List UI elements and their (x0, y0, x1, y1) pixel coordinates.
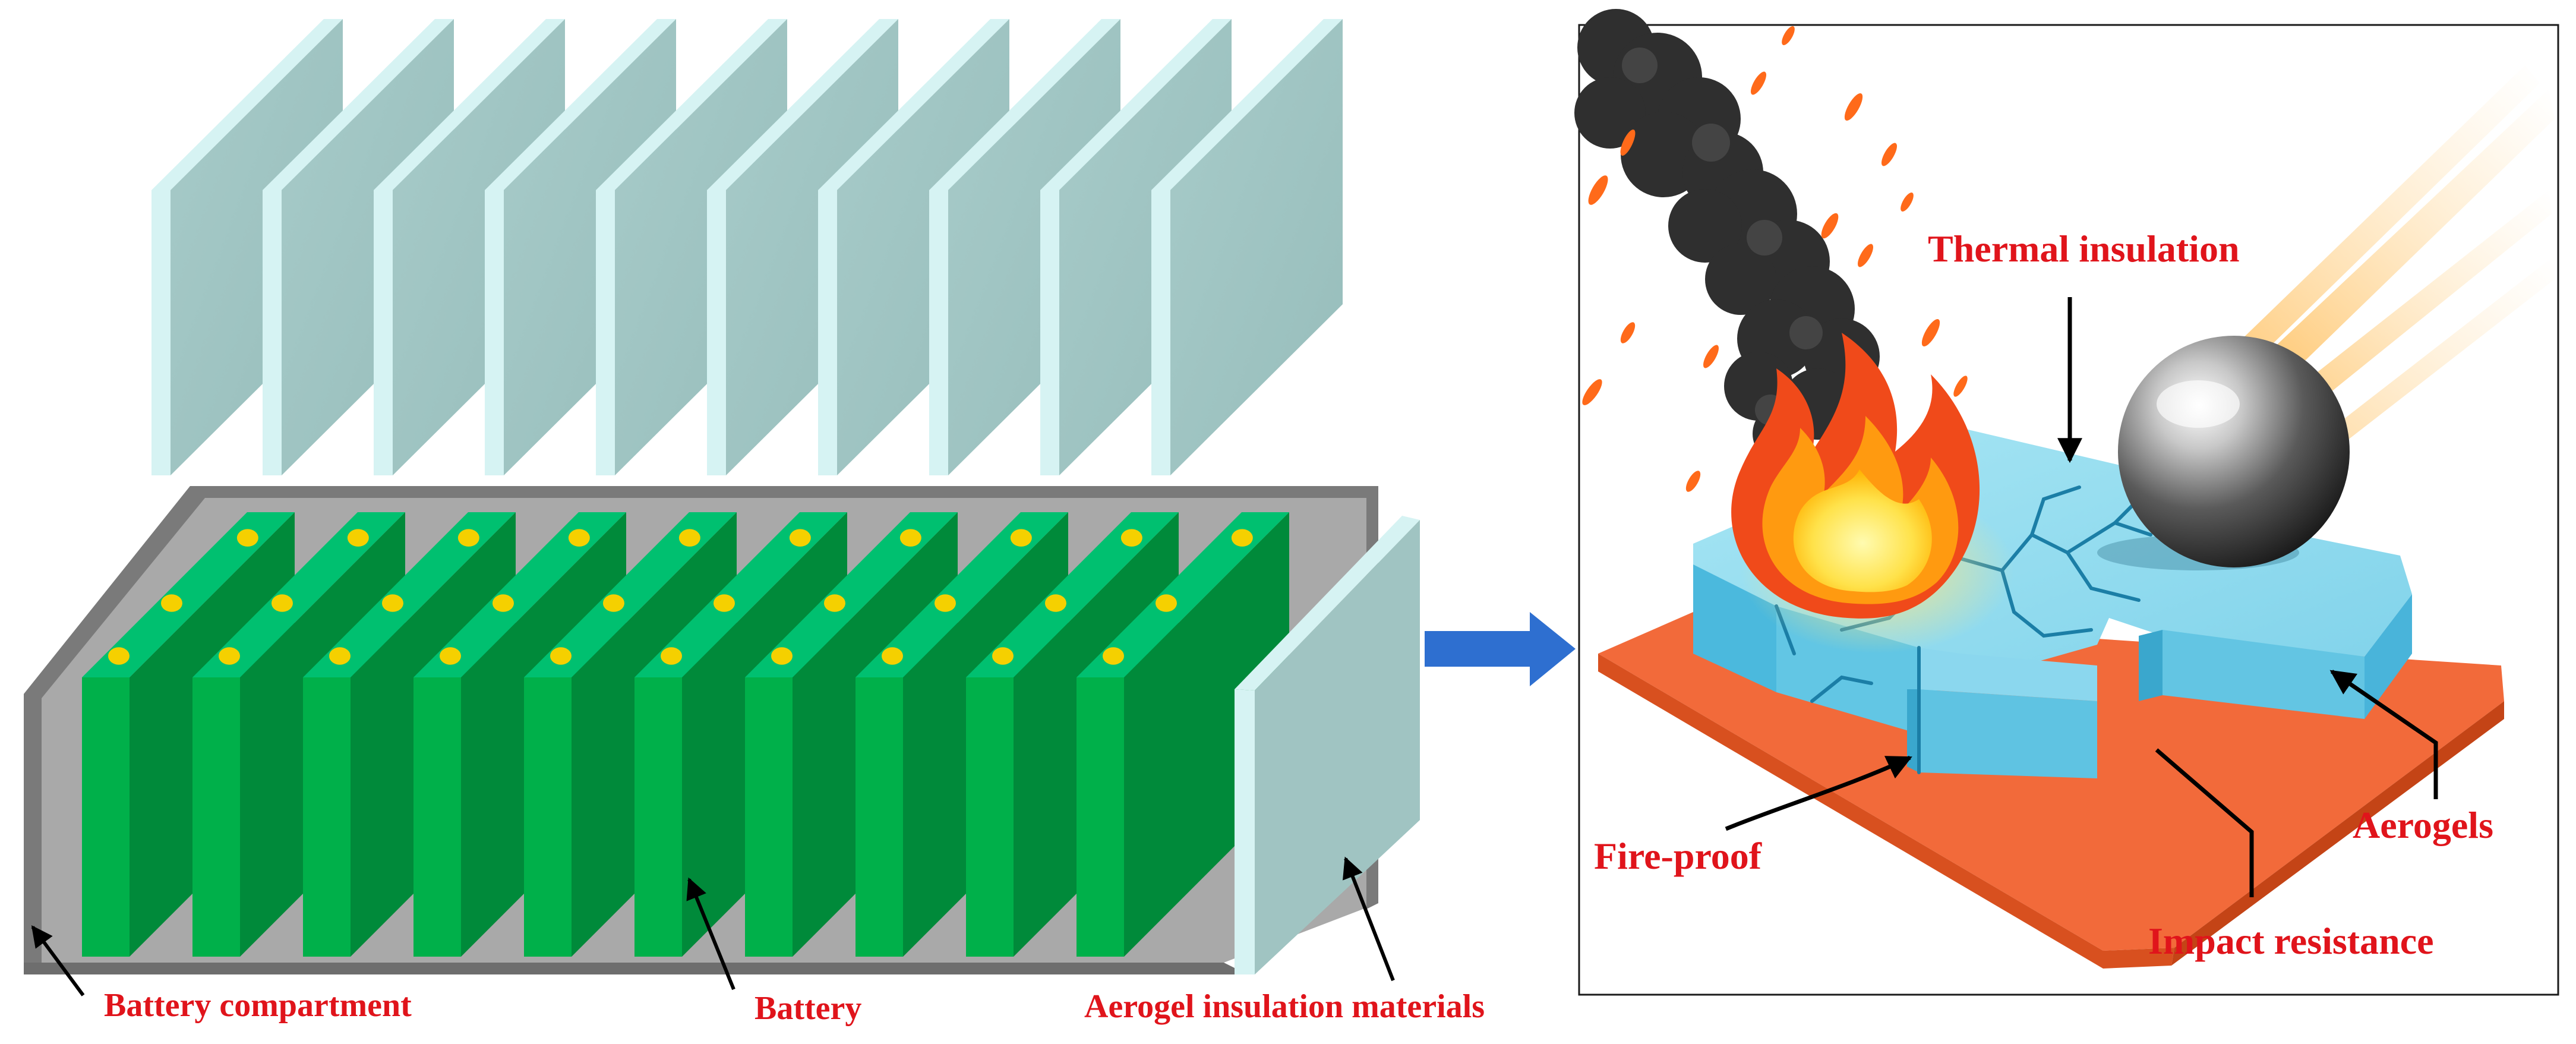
insulation-sheet (818, 19, 1009, 475)
insulation-sheet-stack (151, 19, 1343, 475)
insulation-sheet (151, 19, 343, 475)
impact-resistance-label: Impact resistance (2148, 920, 2434, 962)
battery-terminal (771, 647, 793, 665)
right-labels: Thermal insulation Fire-proof Impact res… (1594, 228, 2493, 962)
battery-terminal (992, 647, 1014, 665)
battery-terminal (678, 529, 700, 547)
insulation-sheet (485, 19, 676, 475)
battery-terminal (1103, 647, 1124, 665)
fire-proof-label: Fire-proof (1594, 835, 1762, 877)
battery-terminal (1231, 529, 1253, 547)
steel-ball-icon (2097, 336, 2350, 570)
right-arrow-icon (1425, 612, 1576, 686)
insulation-sheet (596, 19, 787, 475)
battery-terminal (661, 647, 682, 665)
battery-terminal (899, 529, 921, 547)
left-panel: Battery compartment Battery Aerogel insu… (24, 19, 1485, 1027)
battery-terminal (1044, 594, 1066, 612)
battery-terminal (882, 647, 903, 665)
thermal-insulation-label: Thermal insulation (1928, 228, 2240, 270)
battery-cell-row (82, 512, 1289, 957)
battery-terminal (381, 594, 403, 612)
insulation-sheet (1151, 19, 1343, 475)
insulation-sheet (1040, 19, 1232, 475)
battery-cell (1077, 512, 1289, 957)
insulation-sheet (707, 19, 898, 475)
battery-terminal (329, 647, 351, 665)
battery-terminal (1010, 529, 1032, 547)
battery-terminal (713, 594, 735, 612)
battery-terminal (440, 647, 461, 665)
insulation-sheet (929, 19, 1120, 475)
battery-compartment-label: Battery compartment (104, 987, 412, 1024)
battery-terminal (602, 594, 624, 612)
battery-terminal (236, 529, 258, 547)
ember-sparks (1582, 26, 1968, 492)
battery-terminal (492, 594, 514, 612)
battery-terminal (789, 529, 811, 547)
battery-terminal (1120, 529, 1142, 547)
aerogel-insulation-sheet (1235, 516, 1420, 974)
battery-terminal (550, 647, 572, 665)
battery-terminal (347, 529, 369, 547)
insulation-sheet (374, 19, 565, 475)
fire-icon (1731, 333, 2014, 654)
left-labels: Battery compartment Battery Aerogel insu… (31, 856, 1485, 1027)
battery-terminal (1155, 594, 1177, 612)
battery-terminal (823, 594, 845, 612)
battery-label: Battery (755, 990, 861, 1027)
battery-terminal (568, 529, 590, 547)
aerogel-insulation-label: Aerogel insulation materials (1084, 988, 1485, 1025)
battery-terminal (934, 594, 956, 612)
battery-terminal (160, 594, 182, 612)
insulation-sheet (263, 19, 454, 475)
battery-terminal (271, 594, 293, 612)
battery-terminal (219, 647, 240, 665)
right-panel: Thermal insulation Fire-proof Impact res… (1574, 9, 2559, 996)
battery-terminal (457, 529, 479, 547)
battery-terminal (108, 647, 130, 665)
aerogels-label: Aerogels (2353, 804, 2493, 846)
